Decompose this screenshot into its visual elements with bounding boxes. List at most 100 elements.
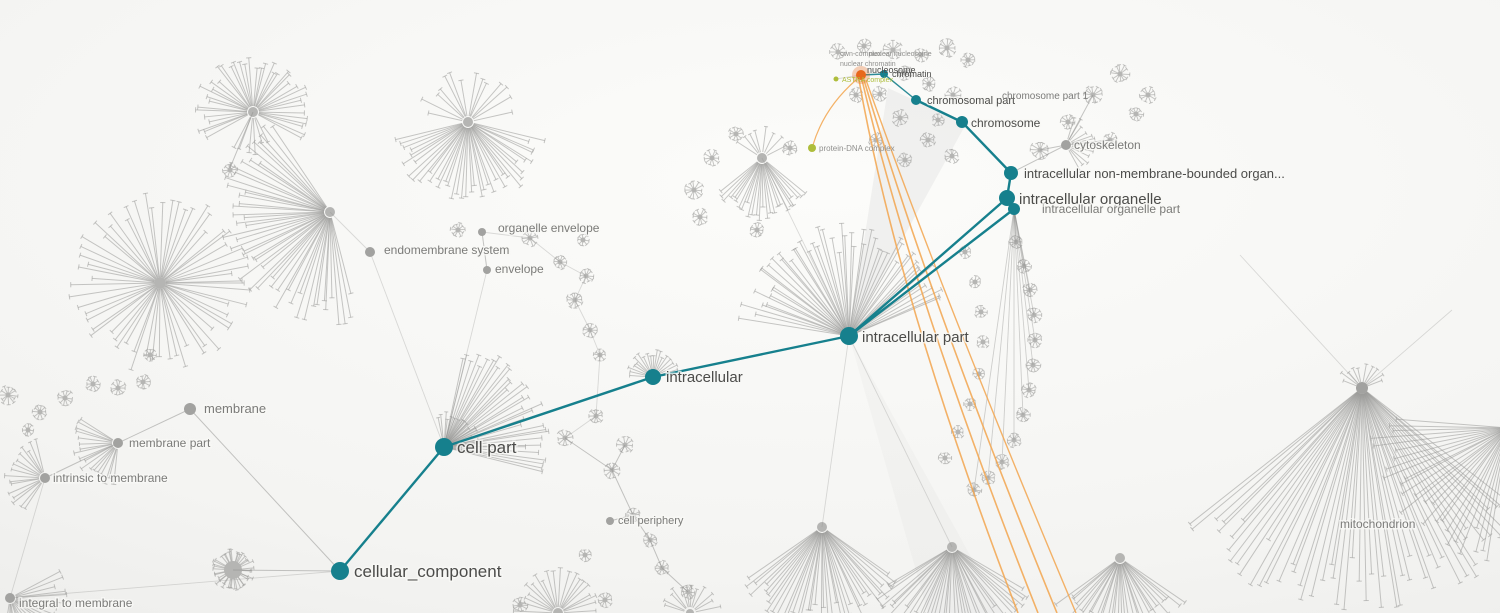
leaf-cluster (937, 452, 953, 465)
edge (611, 469, 634, 516)
node-intracellular_organelle_part[interactable] (1008, 203, 1020, 215)
edge (987, 208, 1015, 479)
node-integral_to_membrane[interactable] (5, 593, 15, 603)
edge (189, 408, 341, 572)
label-mitochondrion: mitochondrion (1340, 517, 1415, 531)
edge (611, 444, 626, 471)
leaf-cluster (85, 375, 101, 393)
edge (9, 477, 46, 599)
fan-cluster (1187, 391, 1500, 611)
leaf-cluster (597, 592, 613, 609)
node-intracellular_organelle[interactable] (999, 190, 1015, 206)
leaf-cluster (882, 39, 903, 60)
fan-cluster (222, 124, 354, 326)
node-chromosome[interactable] (956, 116, 968, 128)
fan-cluster (737, 222, 944, 336)
fan-cluster (662, 584, 722, 613)
leaf-cluster (1138, 85, 1157, 105)
leaf-cluster (582, 322, 598, 339)
label-cell_periphery: cell periphery (618, 515, 684, 527)
leaf-cluster (684, 180, 705, 200)
orange-relation-edges (812, 79, 1077, 613)
fan-cluster (627, 349, 680, 378)
node-envelope[interactable] (483, 266, 491, 274)
label-intracellular_part: intracellular part (862, 329, 970, 346)
leaf-cluster (931, 113, 945, 127)
leaf-cluster (976, 335, 990, 349)
edge (761, 157, 850, 337)
label-chromosome_part_gray: chromosome part 1 (1002, 91, 1089, 102)
label-envelope: envelope (495, 262, 544, 276)
node-cell_part[interactable] (435, 438, 453, 456)
edge (232, 569, 341, 572)
leaf-cluster (578, 268, 595, 285)
edge (1013, 208, 1035, 316)
leaf-cluster (896, 152, 913, 168)
edge-bundles (849, 88, 1002, 613)
leaf-cluster (1082, 85, 1103, 104)
path-edge (961, 121, 1012, 174)
label-nuclear_chromatin: nuclear chromatin (840, 61, 896, 68)
node-chromosomal_part[interactable] (911, 95, 921, 105)
leaf-cluster (944, 148, 960, 165)
node-non_membrane_organelle[interactable] (1004, 166, 1018, 180)
leaf-cluster (1022, 282, 1038, 298)
leaf-cluster (588, 409, 604, 424)
leaf-cluster (944, 86, 962, 105)
label-organelle_envelope: organelle envelope (498, 221, 600, 235)
leaf-cluster (521, 229, 539, 248)
node-intracellular[interactable] (645, 369, 661, 385)
node-nucleosome[interactable] (856, 70, 866, 80)
leaf-cluster (963, 398, 977, 412)
leaf-cluster (654, 559, 670, 576)
node-cell_periphery[interactable] (606, 517, 614, 525)
node-endomembrane_system[interactable] (365, 247, 375, 257)
edge (574, 299, 591, 331)
fan-cluster (875, 542, 1030, 613)
label-chromosome: chromosome (971, 116, 1041, 130)
leaf-cluster (1059, 113, 1076, 130)
edge (1013, 208, 1034, 366)
label-intracellular_organelle: intracellular organelle (1019, 191, 1162, 208)
fan-cluster (1339, 363, 1385, 387)
orange-relation-edge (812, 79, 857, 146)
leaf-cluster (781, 140, 798, 156)
edge (1065, 94, 1094, 146)
fan-cluster (1053, 553, 1187, 613)
leaf-cluster (703, 148, 721, 167)
orange-relation-edge (861, 79, 1039, 613)
node-intracellular_part[interactable] (840, 327, 858, 345)
path-edge (339, 446, 445, 572)
node-cytoskeleton[interactable] (1061, 140, 1071, 150)
label-cellular_component: cellular_component (354, 562, 502, 581)
leaf-cluster (0, 385, 19, 406)
node-membrane_part[interactable] (113, 438, 123, 448)
leaf-cluster (135, 373, 151, 390)
edge (632, 514, 651, 541)
edge (481, 231, 531, 239)
node-intrinsic_to_membrane[interactable] (40, 473, 50, 483)
edge (1013, 208, 1025, 267)
fan-cluster (1370, 416, 1500, 562)
label-nucleosome: nucleosome (867, 65, 916, 75)
edge (1239, 254, 1363, 389)
leaf-cluster (143, 348, 157, 362)
node-organelle_envelope[interactable] (478, 228, 486, 236)
edge (529, 237, 561, 263)
node-cellular_component[interactable] (331, 562, 349, 580)
gray-edges (9, 74, 1453, 599)
node-protein_dna_complex[interactable] (808, 144, 816, 152)
node-chromatin[interactable] (880, 70, 888, 78)
node-membrane[interactable] (184, 403, 196, 415)
node-astra_complex[interactable] (833, 76, 839, 82)
fan-cluster (436, 411, 481, 447)
edge (1361, 309, 1453, 389)
node-mitochondrion[interactable] (1356, 382, 1368, 394)
leaf-cluster (449, 221, 466, 238)
leaf-cluster (211, 548, 255, 591)
leaf-cluster (1109, 63, 1131, 84)
path-edge (443, 375, 654, 449)
edge (481, 231, 488, 271)
